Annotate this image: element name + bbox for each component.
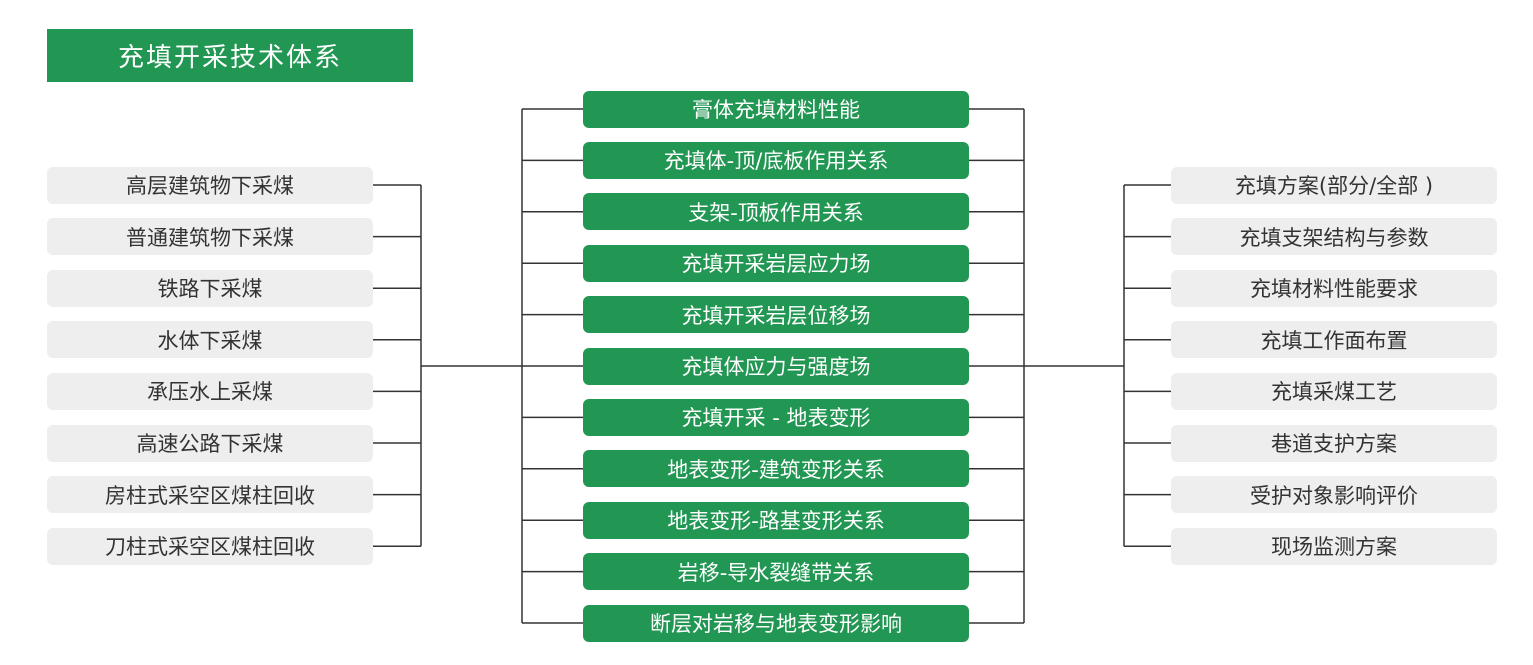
- left-scenario-node: 高层建筑物下采煤: [47, 166, 373, 204]
- center-research-node: 膏体充填材料性能: [583, 90, 969, 128]
- center-research-node: 断层对岩移与地表变形影响: [583, 604, 969, 642]
- center-research-node: 充填开采岩层应力场: [583, 244, 969, 282]
- center-research-node: 充填体应力与强度场: [583, 347, 969, 385]
- left-scenario-node: 承压水上采煤: [47, 372, 373, 410]
- diagram-title: 充填开采技术体系: [47, 29, 413, 82]
- right-design-node: 现场监测方案: [1171, 527, 1497, 565]
- right-design-node: 充填方案(部分/全部 ): [1171, 166, 1497, 204]
- left-scenario-node: 水体下采煤: [47, 321, 373, 359]
- right-design-node: 充填采煤工艺: [1171, 372, 1497, 410]
- center-research-node: 地表变形-建筑变形关系: [583, 450, 969, 488]
- left-scenario-node: 刀柱式采空区煤柱回收: [47, 527, 373, 565]
- left-scenario-node: 铁路下采煤: [47, 269, 373, 307]
- right-design-node: 巷道支护方案: [1171, 424, 1497, 462]
- center-research-node: 充填开采岩层位移场: [583, 296, 969, 334]
- center-research-node: 地表变形-路基变形关系: [583, 501, 969, 539]
- center-research-node: 充填体-顶/底板作用关系: [583, 141, 969, 179]
- left-scenario-node: 普通建筑物下采煤: [47, 218, 373, 256]
- left-scenario-node: 高速公路下采煤: [47, 424, 373, 462]
- right-design-node: 受护对象影响评价: [1171, 476, 1497, 514]
- right-design-node: 充填支架结构与参数: [1171, 218, 1497, 256]
- center-research-node: 充填开采 - 地表变形: [583, 398, 969, 436]
- center-research-node: 支架-顶板作用关系: [583, 193, 969, 231]
- center-research-node: 岩移-导水裂缝带关系: [583, 553, 969, 591]
- left-scenario-node: 房柱式采空区煤柱回收: [47, 476, 373, 514]
- right-design-node: 充填工作面布置: [1171, 321, 1497, 359]
- right-design-node: 充填材料性能要求: [1171, 269, 1497, 307]
